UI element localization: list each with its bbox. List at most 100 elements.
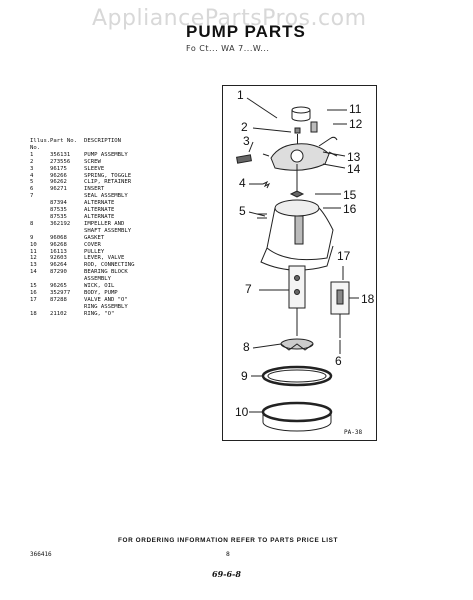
callout-1: 1 <box>237 88 244 102</box>
illus-no-cell: 17 <box>30 296 37 303</box>
model-subtitle: Fo Ct... WA 7...W... <box>186 44 270 53</box>
ordering-info-note: FOR ORDERING INFORMATION REFER TO PARTS … <box>118 537 338 544</box>
table-row: 15 96265 WICK, OIL <box>30 283 220 290</box>
illus-no-cell: 18 <box>30 310 37 317</box>
illus-no-cell: 14 <box>30 269 37 276</box>
description-cell: PULLEY <box>84 248 105 255</box>
page-title: PUMP PARTS <box>186 22 306 41</box>
illus-no-cell <box>30 207 50 214</box>
part-no-cell: 21102 <box>50 310 67 317</box>
description-cell: WICK, OIL <box>84 283 115 290</box>
parts-table-header: Illus. No. Part No. DESCRIPTION <box>30 138 220 152</box>
illus-no-cell <box>30 304 50 311</box>
watermark: AppliancePartsPros.com <box>92 6 367 31</box>
part-no-cell <box>50 193 84 200</box>
table-row: 11 16113 PULLEY <box>30 249 220 256</box>
table-row: RING ASSEMBLY <box>30 304 220 311</box>
description-cell: BODY, PUMP <box>84 289 118 296</box>
description-cell: ASSEMBLY <box>84 276 111 283</box>
callout-5: 5 <box>239 204 246 218</box>
table-row: 18 21102 RING, "O" <box>30 311 220 318</box>
illus-no-cell: 16 <box>30 289 37 296</box>
table-row: 4 96266 SPRING, TOGGLE <box>30 173 220 180</box>
part-no-cell: 96266 <box>50 172 67 179</box>
description-cell: ROD, CONNECTING <box>84 262 135 269</box>
illus-no-cell: 6 <box>30 186 34 193</box>
illus-no-cell: 15 <box>30 283 37 290</box>
part-no-cell <box>50 228 84 235</box>
exploded-diagram: 1 2 3 4 5 6 7 8 9 10 11 12 13 14 15 16 1… <box>222 85 377 441</box>
description-cell: SPRING, TOGGLE <box>84 172 132 179</box>
part-no-cell: 356131 <box>50 151 71 158</box>
callout-12: 12 <box>349 117 363 131</box>
description-cell: SCREW <box>84 158 101 165</box>
part-no-cell <box>50 276 84 283</box>
illus-no-cell: 2 <box>30 158 34 165</box>
illus-no-cell: 12 <box>30 255 37 262</box>
description-cell: RING, "O" <box>84 310 115 317</box>
callout-15: 15 <box>343 188 357 202</box>
illus-no-cell <box>30 276 50 283</box>
description-cell: GASKET <box>84 234 105 241</box>
callout-2: 2 <box>241 120 248 134</box>
part-no-cell: 96264 <box>50 262 67 269</box>
callout-16: 16 <box>343 202 357 216</box>
illus-no-cell: 13 <box>30 262 37 269</box>
part-no-cell: 96265 <box>50 283 67 290</box>
description-cell: SHAFT ASSEMBLY <box>84 227 132 234</box>
callout-7: 7 <box>245 282 252 296</box>
part-no-cell <box>50 304 84 311</box>
table-row: 13 96264 ROD, CONNECTING <box>30 262 220 269</box>
illus-no-cell: 10 <box>30 241 37 248</box>
header-part-no: Part No. <box>50 138 77 144</box>
callout-8: 8 <box>243 340 250 354</box>
description-cell: ALTERNATE <box>84 207 115 214</box>
table-row: 6 96271 INSERT <box>30 186 220 193</box>
page-number: 8 <box>226 551 230 558</box>
pump-exploded-view <box>236 97 359 432</box>
callout-11: 11 <box>349 102 362 116</box>
table-row: 1 356131 PUMP ASSEMBLY <box>30 152 220 159</box>
part-no-cell: 96175 <box>50 165 67 172</box>
description-cell: CLIP, RETAINER <box>84 179 132 186</box>
description-cell: LEVER, VALVE <box>84 255 125 262</box>
part-no-cell: 16113 <box>50 248 67 255</box>
part-no-cell: 96271 <box>50 186 67 193</box>
illus-no-cell <box>30 200 50 207</box>
callout-9: 9 <box>241 369 248 383</box>
illus-no-cell: 11 <box>30 248 37 255</box>
page-part-number: 366416 <box>30 551 52 558</box>
illus-no-cell: 8 <box>30 220 34 227</box>
illus-no-cell: 1 <box>30 151 34 158</box>
part-no-cell: 96262 <box>50 179 67 186</box>
illus-no-cell: 4 <box>30 172 34 179</box>
illus-no-cell: 7 <box>30 193 34 200</box>
callout-4: 4 <box>239 176 246 190</box>
part-no-cell: 87394 <box>50 200 67 207</box>
illus-no-cell <box>30 214 50 221</box>
description-cell: PUMP ASSEMBLY <box>84 151 128 158</box>
part-no-cell: 92603 <box>50 255 67 262</box>
part-no-cell: 362192 <box>50 220 71 227</box>
callout-6: 6 <box>335 354 342 368</box>
header-description: DESCRIPTION <box>84 138 122 144</box>
callout-14: 14 <box>347 162 361 176</box>
description-cell: INSERT <box>84 186 105 193</box>
callout-10: 10 <box>235 405 249 419</box>
part-no-cell: 273556 <box>50 158 71 165</box>
part-no-cell: 87290 <box>50 269 67 276</box>
description-cell: BEARING BLOCK <box>84 269 128 276</box>
callout-13: 13 <box>347 150 361 164</box>
header-illus-no: Illus. No. <box>30 138 51 151</box>
description-cell: RING ASSEMBLY <box>84 303 128 310</box>
